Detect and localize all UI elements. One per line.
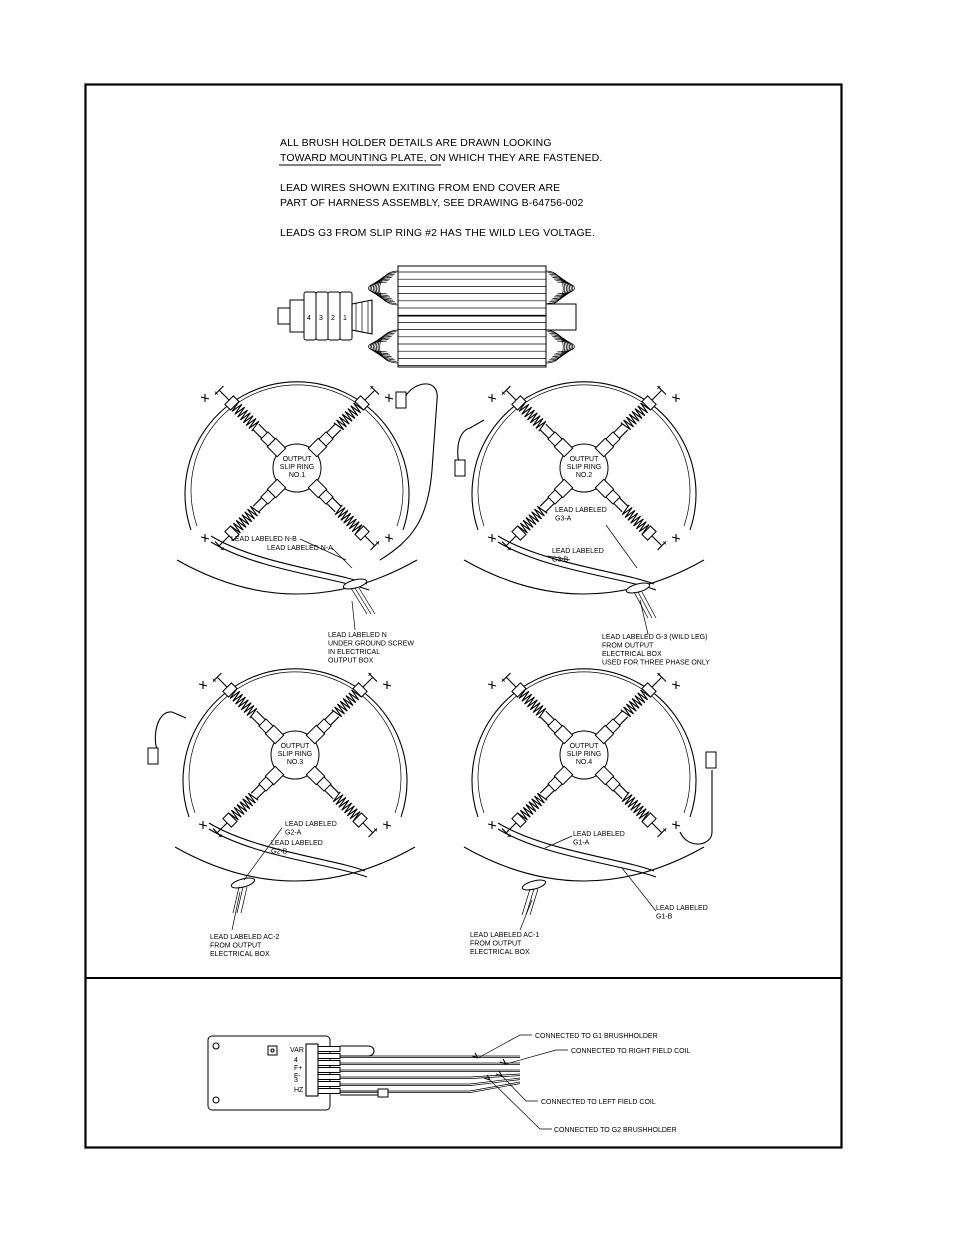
terminal-lug bbox=[317, 1053, 341, 1059]
lead-label-a: G1-A bbox=[573, 840, 590, 847]
lead-label-b: LEAD LABELED bbox=[552, 548, 604, 555]
slip-ring-hub bbox=[559, 443, 609, 493]
slip-ring-title: OUTPUT bbox=[283, 456, 313, 463]
connection-label: CONNECTED TO G2 BRUSHHOLDER bbox=[554, 1127, 677, 1134]
lead-origin-label: USED FOR THREE PHASE ONLY bbox=[602, 660, 710, 667]
slip-ring-title: SLIP RING bbox=[278, 751, 313, 758]
terminal-lug bbox=[317, 1046, 341, 1052]
terminal-label: 3 bbox=[294, 1077, 298, 1084]
note-line-1: ALL BRUSH HOLDER DETAILS ARE DRAWN LOOKI… bbox=[280, 137, 552, 149]
slip-ring-title: NO.2 bbox=[576, 472, 592, 479]
terminal-label: 4 bbox=[294, 1057, 298, 1064]
lead-origin-label: OUTPUT BOX bbox=[328, 658, 374, 665]
lead-connector bbox=[454, 459, 466, 477]
lead-origin-label: LEAD LABELED G-3 (WILD LEG) bbox=[602, 634, 707, 641]
lead-label-a: LEAD LABELED bbox=[555, 507, 607, 514]
connection-label: CONNECTED TO G1 BRUSHHOLDER bbox=[535, 1033, 658, 1040]
slip-ring-title: OUTPUT bbox=[570, 456, 600, 463]
lead-origin-label: LEAD LABELED N bbox=[328, 632, 387, 639]
lead-label-b: G2-B bbox=[271, 849, 288, 856]
terminal-lug bbox=[317, 1088, 341, 1094]
slip-ring-number: 4 bbox=[307, 315, 311, 322]
slip-ring-title: OUTPUT bbox=[281, 743, 311, 750]
drawing-notes: ALL BRUSH HOLDER DETAILS ARE DRAWN LOOKI… bbox=[279, 137, 602, 239]
slip-ring-title: OUTPUT bbox=[570, 743, 600, 750]
lead-origin-label: ELECTRICAL BOX bbox=[602, 651, 662, 658]
lead-origin-label: ELECTRICAL BOX bbox=[210, 951, 270, 958]
terminal-label: HZ bbox=[294, 1087, 304, 1094]
lead-origin-label: LEAD LABELED AC-1 bbox=[470, 932, 539, 939]
terminal-lug bbox=[317, 1081, 341, 1087]
connection-label: CONNECTED TO RIGHT FIELD COIL bbox=[571, 1048, 691, 1055]
lead-label-b: G3-B bbox=[552, 557, 569, 564]
slip-ring-hub bbox=[559, 730, 609, 780]
lead-label-a: LEAD LABELED N-B bbox=[231, 536, 297, 543]
lead-label-b: LEAD LABELED bbox=[656, 905, 708, 912]
lead-label-a: G2-A bbox=[285, 830, 302, 837]
slip-ring-title: NO.1 bbox=[289, 472, 305, 479]
slip-ring-title: SLIP RING bbox=[567, 464, 602, 471]
terminal-lug bbox=[317, 1074, 341, 1080]
lead-label-b: LEAD LABELED bbox=[271, 840, 323, 847]
terminal-label: F+ bbox=[294, 1065, 302, 1072]
adjust-potentiometer bbox=[267, 1045, 278, 1056]
rotor-assembly: 4 3 2 1 bbox=[277, 265, 577, 368]
note-line-4: PART OF HARNESS ASSEMBLY, SEE DRAWING B-… bbox=[280, 197, 584, 209]
slip-ring-hub bbox=[270, 730, 320, 780]
terminal-label: F- bbox=[294, 1073, 301, 1080]
terminal-lug bbox=[317, 1067, 341, 1073]
note-line-5: LEADS G3 FROM SLIP RING #2 HAS THE WILD … bbox=[280, 227, 595, 239]
lead-label-a: G3-A bbox=[555, 516, 572, 523]
note-line-2: TOWARD MOUNTING PLATE, ON WHICH THEY ARE… bbox=[280, 152, 602, 164]
lead-origin-label: UNDER GROUND SCREW bbox=[328, 641, 414, 648]
lead-origin-label: IN ELECTRICAL bbox=[328, 649, 380, 656]
slip-ring-title: SLIP RING bbox=[567, 751, 602, 758]
lead-connector bbox=[705, 751, 717, 769]
terminal-lug bbox=[317, 1060, 341, 1066]
slip-ring-title: SLIP RING bbox=[280, 464, 315, 471]
slip-ring-title: NO.4 bbox=[576, 759, 592, 766]
slip-ring-title: NO.3 bbox=[287, 759, 303, 766]
lead-label-b: LEAD LABELED N-A bbox=[267, 545, 333, 552]
lead-origin-label: FROM OUTPUT bbox=[470, 941, 522, 948]
lead-label-b: G1-B bbox=[656, 914, 673, 921]
slip-ring-number: 3 bbox=[319, 315, 323, 322]
lead-origin-label: LEAD LABELED AC-2 bbox=[210, 934, 279, 941]
lead-origin-label: ELECTRICAL BOX bbox=[470, 949, 530, 956]
slip-ring-number: 1 bbox=[343, 315, 347, 322]
voltage-regulator-detail: VAR 4F+F-3HZ CONNECTED TO G1 BRUSHHOLDER CO… bbox=[207, 1033, 691, 1134]
lead-origin-label: FROM OUTPUT bbox=[602, 643, 654, 650]
lead-label-a: LEAD LABELED bbox=[573, 831, 625, 838]
slip-ring-hub bbox=[272, 443, 322, 493]
lead-origin-label: FROM OUTPUT bbox=[210, 943, 262, 950]
lead-connector bbox=[395, 391, 407, 409]
drawing-frame bbox=[84, 83, 843, 1149]
connection-label: CONNECTED TO LEFT FIELD COIL bbox=[541, 1099, 656, 1106]
lead-label-a: LEAD LABELED bbox=[285, 821, 337, 828]
note-line-3: LEAD WIRES SHOWN EXITING FROM END COVER … bbox=[280, 182, 560, 194]
mounting-hole bbox=[212, 1042, 220, 1050]
lead-connector bbox=[147, 747, 159, 765]
slip-ring-number: 2 bbox=[331, 315, 335, 322]
mounting-hole bbox=[212, 1096, 220, 1104]
terminal-label: VAR bbox=[290, 1047, 304, 1054]
